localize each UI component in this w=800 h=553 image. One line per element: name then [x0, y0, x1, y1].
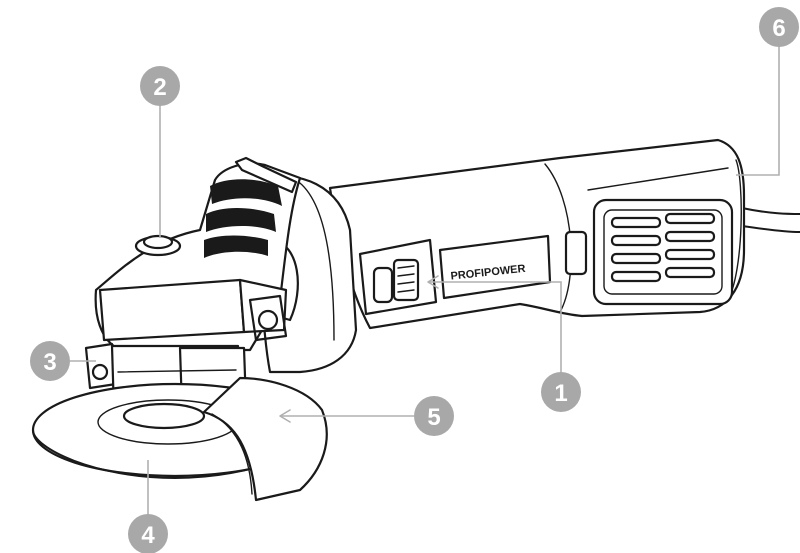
spindle-lock-button	[134, 234, 182, 257]
svg-text:2: 2	[153, 74, 166, 101]
callout-1: 1	[541, 372, 581, 412]
svg-text:3: 3	[43, 349, 56, 376]
gear-housing	[94, 156, 302, 352]
svg-text:6: 6	[772, 15, 785, 42]
callout-4: 4	[128, 514, 168, 553]
on-off-switch	[358, 238, 438, 316]
svg-text:4: 4	[141, 522, 155, 549]
callout-2: 2	[140, 66, 180, 106]
svg-text:5: 5	[427, 404, 440, 431]
callout-5: 5	[414, 396, 454, 436]
callout-3: 3	[30, 341, 70, 381]
svg-text:1: 1	[554, 380, 567, 407]
power-cord	[741, 207, 800, 233]
callout-6: 6	[759, 7, 799, 47]
wheel-guard	[202, 376, 328, 502]
ventilation-grille	[564, 198, 734, 306]
